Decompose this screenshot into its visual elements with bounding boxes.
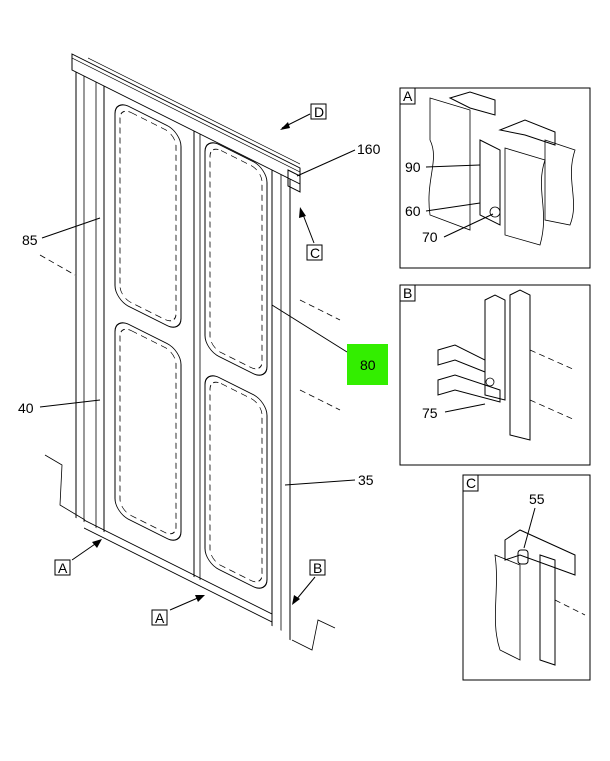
svg-text:160: 160: [357, 141, 381, 157]
svg-text:B: B: [403, 285, 412, 301]
window-upper-left: [114, 104, 182, 328]
callout-a-left[interactable]: A: [54, 539, 102, 576]
svg-text:A: A: [403, 88, 413, 104]
svg-text:A: A: [155, 610, 165, 626]
svg-text:B: B: [313, 560, 322, 576]
callout-b[interactable]: B: [292, 559, 326, 605]
svg-text:40: 40: [18, 400, 34, 416]
detail-a[interactable]: A 90 60 70: [399, 87, 591, 269]
callout-40[interactable]: 40: [18, 399, 101, 416]
window-upper-right: [204, 142, 268, 376]
svg-text:60: 60: [405, 203, 421, 219]
svg-text:90: 90: [405, 159, 421, 175]
callout-a-bottom[interactable]: A: [151, 595, 205, 626]
callout-160[interactable]: 160: [296, 141, 381, 177]
window-lower-left: [114, 322, 182, 541]
callout-80-highlighted[interactable]: 80: [271, 304, 388, 385]
svg-text:70: 70: [422, 229, 438, 245]
detail-b[interactable]: B 75: [399, 284, 591, 466]
svg-text:A: A: [58, 560, 68, 576]
callout-c[interactable]: C: [299, 207, 323, 261]
callout-35[interactable]: 35: [284, 472, 374, 488]
svg-text:80: 80: [360, 357, 376, 373]
svg-text:D: D: [314, 104, 324, 120]
door-assembly: [71, 53, 301, 641]
svg-text:C: C: [310, 245, 320, 261]
window-lower-right: [204, 375, 268, 589]
svg-text:55: 55: [529, 491, 545, 507]
svg-text:35: 35: [358, 472, 374, 488]
detail-c[interactable]: C 55: [462, 474, 591, 681]
highlight-box: [347, 344, 388, 385]
svg-text:C: C: [466, 475, 476, 491]
callout-85[interactable]: 85: [22, 217, 101, 248]
callout-d[interactable]: D: [280, 103, 327, 130]
svg-text:75: 75: [422, 405, 438, 421]
svg-text:85: 85: [22, 232, 38, 248]
